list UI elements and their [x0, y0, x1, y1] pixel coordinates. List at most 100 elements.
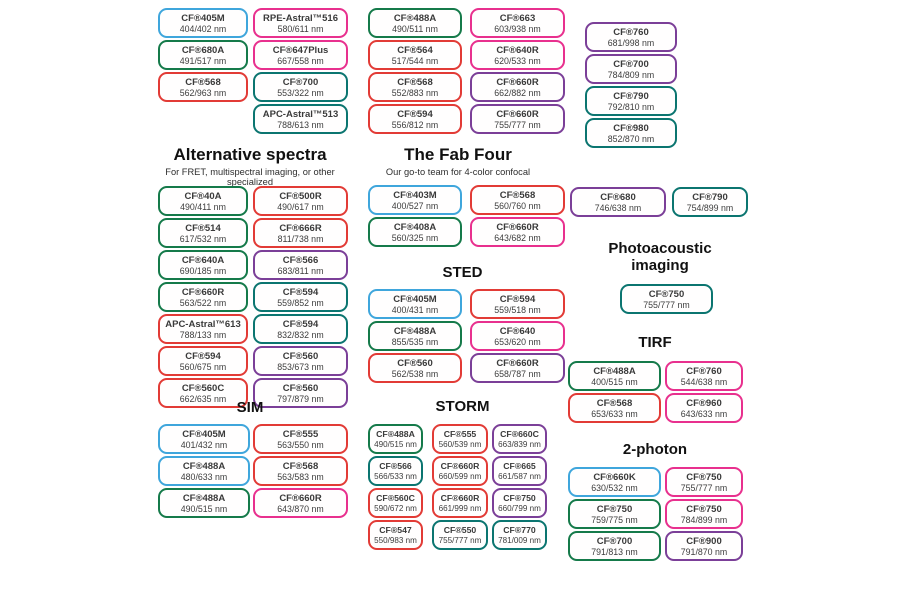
section-subtitle: For FRET, multispectral imaging, or othe…: [165, 167, 335, 187]
dye-name: CF®560C: [376, 493, 415, 503]
top-dye-column-1: CF®405M 404/402 nm CF®680A 491/517 nm CF…: [158, 8, 248, 102]
dye-wavelengths: 480/633 nm: [180, 472, 228, 482]
dye-name: CF®680A: [181, 45, 225, 56]
section-storm-header: STORM: [365, 398, 560, 415]
dye-wavelengths: 852/870 nm: [607, 134, 655, 144]
dye-badge: APC-Astral™513 788/613 nm: [253, 104, 348, 134]
dye-name: CF®660R: [440, 493, 480, 503]
dye-wavelengths: 661/587 nm: [498, 472, 541, 481]
dye-name: CF®488A: [393, 326, 437, 337]
alternative-spectra-column-left: CF®40A 490/411 nm CF®514 617/532 nm CF®6…: [158, 186, 248, 408]
storm-column-1: CF®488A 490/515 nm CF®566 566/533 nm CF®…: [368, 424, 423, 550]
dye-name: CF®750: [686, 504, 722, 515]
dye-badge: CF®488A 480/633 nm: [158, 456, 250, 486]
dye-badge: CF®660R 563/522 nm: [158, 282, 248, 312]
dye-name: CF®514: [185, 223, 221, 234]
dye-name: CF®594: [282, 319, 319, 330]
dye-wavelengths: 563/550 nm: [277, 440, 324, 450]
section-title: Alternative spectra: [173, 145, 327, 164]
dye-badge: CF®663 603/938 nm: [470, 8, 565, 38]
dye-name: CF®660K: [593, 472, 636, 483]
dye-name: CF®566: [282, 255, 319, 266]
dye-name: CF®660R: [279, 493, 322, 504]
dye-badge: CF®640 653/620 nm: [470, 321, 565, 351]
two-photon-column-left: CF®660K 630/532 nm CF®750 759/775 nm CF®…: [568, 467, 661, 561]
dye-name: CF®405M: [393, 294, 437, 305]
dye-badge: CF®405M 404/402 nm: [158, 8, 248, 38]
dye-badge: CF®666R 811/738 nm: [253, 218, 348, 248]
fab-four-column-left: CF®403M 400/527 nm CF®408A 560/325 nm: [368, 185, 462, 247]
dye-badge: CF®564 517/544 nm: [368, 40, 462, 70]
top-dye-column-4: CF®663 603/938 nm CF®640R 620/533 nm CF®…: [470, 8, 565, 134]
dye-wavelengths: 781/009 nm: [498, 536, 541, 545]
dye-wavelengths: 401/432 nm: [180, 440, 228, 450]
dye-name: CF®700: [613, 59, 649, 70]
dye-badge: CF®500R 490/617 nm: [253, 186, 348, 216]
dye-badge: CF®560 797/879 nm: [253, 378, 348, 408]
dye-wavelengths: 754/899 nm: [686, 203, 734, 213]
dye-wavelengths: 662/882 nm: [494, 88, 541, 98]
dye-badge: CF®568 552/883 nm: [368, 72, 462, 102]
dye-name: CF®680: [600, 192, 636, 203]
dye-name: RPE-Astral™516: [263, 13, 338, 24]
dye-name: CF®560C: [181, 383, 225, 394]
dye-badge: CF®660C 663/839 nm: [492, 424, 547, 454]
top-dye-column-5: CF®760 681/998 nm CF®700 784/809 nm CF®7…: [585, 22, 677, 148]
dye-badge: APC-Astral™613 788/133 nm: [158, 314, 248, 344]
dye-wavelengths: 550/983 nm: [374, 536, 417, 545]
dye-wavelengths: 559/852 nm: [277, 298, 324, 308]
dye-wavelengths: 784/899 nm: [680, 515, 728, 525]
section-alternative-spectra-header: Alternative spectra For FRET, multispect…: [145, 145, 355, 187]
dye-badge: CF®660R 660/599 nm: [432, 456, 488, 486]
dye-badge: CF®403M 400/527 nm: [368, 185, 462, 215]
dye-badge: CF®790 754/899 nm: [672, 187, 748, 217]
two-photon-column-right: CF®750 755/777 nm CF®750 784/899 nm CF®9…: [665, 467, 743, 561]
dye-badge: CF®647Plus 667/558 nm: [253, 40, 348, 70]
dye-name: CF®566: [379, 461, 412, 471]
dye-wavelengths: 746/638 nm: [594, 203, 642, 213]
dye-wavelengths: 681/998 nm: [607, 38, 655, 48]
dye-name: CF®960: [686, 398, 722, 409]
dye-name: CF®594: [185, 351, 221, 362]
dye-name: CF®660R: [440, 461, 480, 471]
dye-wavelengths: 811/738 nm: [277, 234, 324, 244]
dye-name: CF®555: [443, 429, 477, 439]
dye-wavelengths: 643/633 nm: [680, 409, 728, 419]
dye-badge: CF®568 653/633 nm: [568, 393, 661, 423]
dye-name: CF®750: [596, 504, 633, 515]
dye-name: CF®750: [686, 472, 722, 483]
dye-name: CF®488A: [182, 461, 226, 472]
dye-badge: CF®568 563/583 nm: [253, 456, 348, 486]
dye-name: CF®488A: [593, 366, 636, 377]
dye-name: CF®408A: [393, 222, 437, 233]
tirf-column-right: CF®760 544/638 nm CF®960 643/633 nm: [665, 361, 743, 423]
section-subtitle: Our go-to team for 4-color confocal: [385, 167, 531, 177]
section-sted-header: STED: [365, 264, 560, 281]
dye-badge: CF®568 562/963 nm: [158, 72, 248, 102]
dye-wavelengths: 853/673 nm: [277, 362, 324, 372]
dye-badge: CF®760 544/638 nm: [665, 361, 743, 391]
dye-wavelengths: 580/611 nm: [277, 24, 324, 34]
dye-name: CF®564: [397, 45, 433, 56]
dye-name: CF®640: [499, 326, 536, 337]
dye-wavelengths: 400/431 nm: [391, 305, 439, 315]
dye-wavelengths: 643/682 nm: [494, 233, 541, 243]
sim-column-right: CF®555 563/550 nm CF®568 563/583 nm CF®6…: [253, 424, 348, 518]
dye-badge: CF®488A 855/535 nm: [368, 321, 462, 351]
dye-wavelengths: 658/787 nm: [494, 369, 541, 379]
dye-badge: CF®405M 400/431 nm: [368, 289, 462, 319]
storm-column-2: CF®555 560/539 nm CF®660R 660/599 nm CF®…: [432, 424, 488, 550]
section-photoacoustic-header: Photoacoustic imaging: [595, 240, 725, 274]
dye-badge: CF®594 556/812 nm: [368, 104, 462, 134]
dye-badge: CF®660R 662/882 nm: [470, 72, 565, 102]
dye-name: CF®547: [379, 525, 412, 535]
dye-badge: CF®660R 643/870 nm: [253, 488, 348, 518]
dye-wavelengths: 617/532 nm: [179, 234, 227, 244]
dye-name: CF®700: [596, 536, 633, 547]
dye-badge: CF®750 759/775 nm: [568, 499, 661, 529]
dye-wavelengths: 791/813 nm: [591, 547, 638, 557]
section-title: TIRF: [638, 334, 672, 351]
dye-wavelengths: 683/811 nm: [277, 266, 324, 276]
dye-name: APC-Astral™613: [165, 319, 241, 330]
top-dye-column-3: CF®488A 490/511 nm CF®564 517/544 nm CF®…: [368, 8, 462, 134]
